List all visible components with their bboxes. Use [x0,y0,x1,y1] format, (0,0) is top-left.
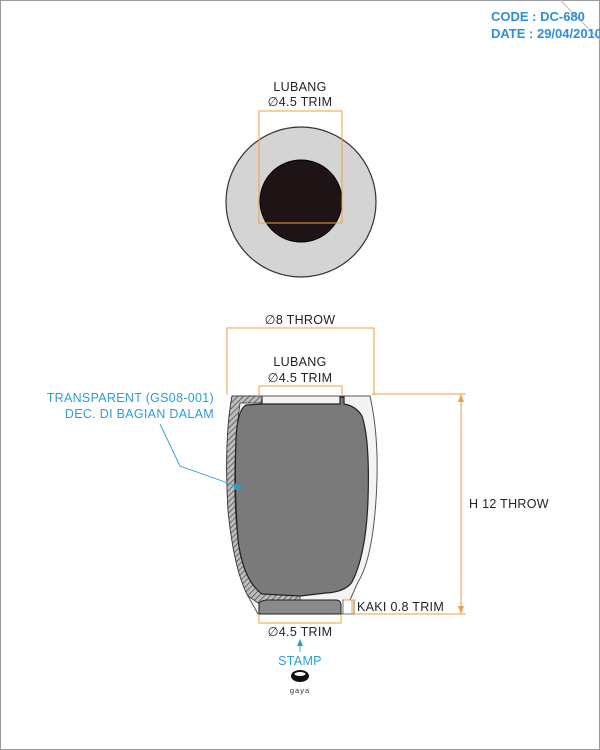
side-view: ∅8 THROW LUBANG ∅4.5 TRIM H 12 THROW KAK… [226,313,549,639]
material-note-line-1: TRANSPARENT (GS08-001) [47,391,214,405]
height-arrow-bottom [458,606,464,614]
base-diameter-label: ∅4.5 TRIM [268,625,333,639]
base-diameter-dimension [258,614,342,624]
gaya-logo: gaya [290,670,310,695]
top-hole-dimension [258,385,343,396]
top-view: LUBANG ∅4.5 TRIM [225,80,377,278]
hole-dimension-box [258,110,343,224]
top-hole-label-1: LUBANG [273,80,326,94]
logo-text: gaya [290,686,310,695]
outer-diameter-label: ∅8 THROW [265,313,336,327]
top-hole-label-2: ∅4.5 TRIM [268,95,333,109]
side-hole-label-2: ∅4.5 TRIM [268,371,333,385]
side-hole-label-1: LUBANG [273,355,326,369]
material-leader-arrow [234,483,243,490]
outer-diameter-dimension [226,327,375,395]
date-label: DATE : 29/04/2010 [491,26,600,41]
height-label: H 12 THROW [469,497,549,511]
hole [259,159,343,243]
stamp-arrow [297,639,303,646]
material-note-line-2: DEC. DI BAGIAN DALAM [65,407,214,421]
height-arrow-top [458,394,464,402]
code-label: CODE : DC-680 [491,9,585,24]
corner-fold-line [559,0,600,41]
stamp-label: STAMP [278,654,322,668]
foot-label: KAKI 0.8 TRIM [357,600,444,614]
material-leader [159,423,243,489]
inner-body [234,396,369,597]
foot [258,599,342,615]
